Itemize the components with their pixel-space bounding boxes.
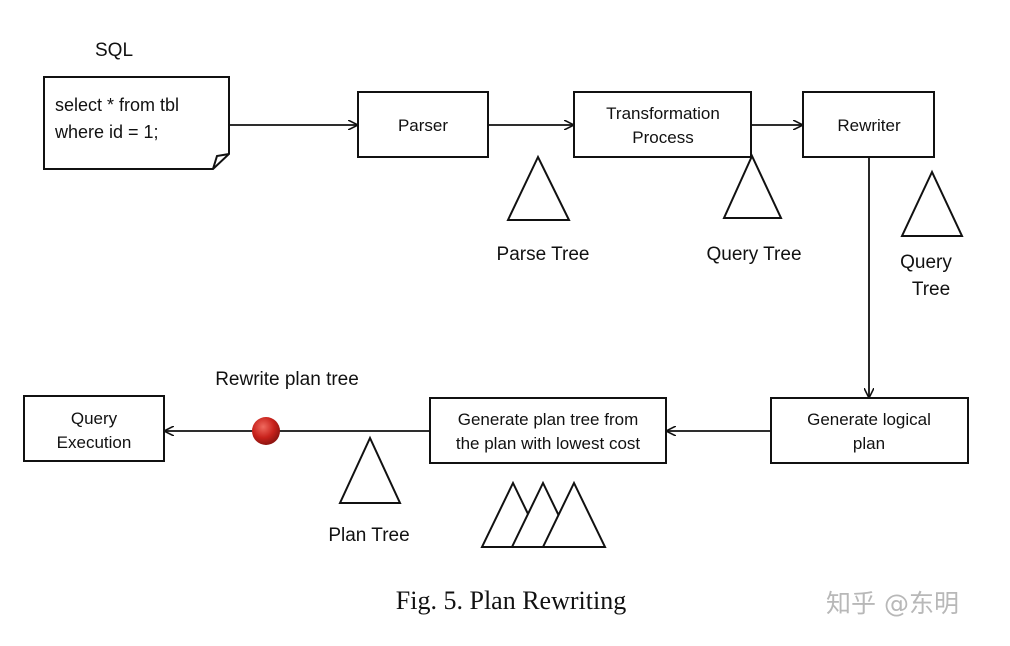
transformation-label-1: Transformation <box>606 104 720 123</box>
transformation-label-2: Process <box>632 128 693 147</box>
plan-tree-label: Plan Tree <box>328 525 409 546</box>
rewriter-box: Rewriter <box>802 91 935 158</box>
query-tree-2-label-1: Query <box>900 252 952 273</box>
rewriter-label: Rewriter <box>837 116 901 135</box>
figure-caption: Fig. 5. Plan Rewriting <box>396 586 626 615</box>
generate-plan-tree-box: Generate plan tree from the plan with lo… <box>429 397 667 464</box>
rewrite-point-dot <box>252 417 280 445</box>
parse-tree-label: Parse Tree <box>497 244 590 265</box>
query-execution-box: Query Execution <box>23 395 165 462</box>
logical-plan-label-1: Generate logical <box>807 410 931 429</box>
sql-label: SQL <box>95 40 133 61</box>
plan-tree-box-label-1: Generate plan tree from <box>458 410 638 429</box>
rewrite-plan-tree-label: Rewrite plan tree <box>215 369 359 390</box>
query-execution-label-2: Execution <box>57 433 132 452</box>
query-tree-2-label-2: Tree <box>912 279 950 300</box>
watermark: 知乎 @东明 <box>826 589 959 618</box>
plan-tree-box-label-2: the plan with lowest cost <box>456 434 641 453</box>
sql-line-2: where id = 1; <box>54 122 159 142</box>
parser-box: Parser <box>357 91 489 158</box>
sql-document: select * from tbl where id = 1; <box>43 76 230 170</box>
plan-tree-icon <box>338 435 402 504</box>
parser-label: Parser <box>398 116 448 135</box>
generate-logical-plan-box: Generate logical plan <box>770 397 969 464</box>
query-tree-label: Query Tree <box>706 244 801 265</box>
transformation-process-box: Transformation Process <box>573 91 752 158</box>
query-execution-label-1: Query <box>71 409 118 428</box>
query-tree-2-icon <box>900 169 964 237</box>
parse-tree-icon <box>506 154 571 221</box>
sql-line-1: select * from tbl <box>55 95 179 115</box>
candidate-plan-trees-icon <box>480 480 607 548</box>
logical-plan-label-2: plan <box>853 434 885 453</box>
query-tree-icon <box>722 153 783 219</box>
